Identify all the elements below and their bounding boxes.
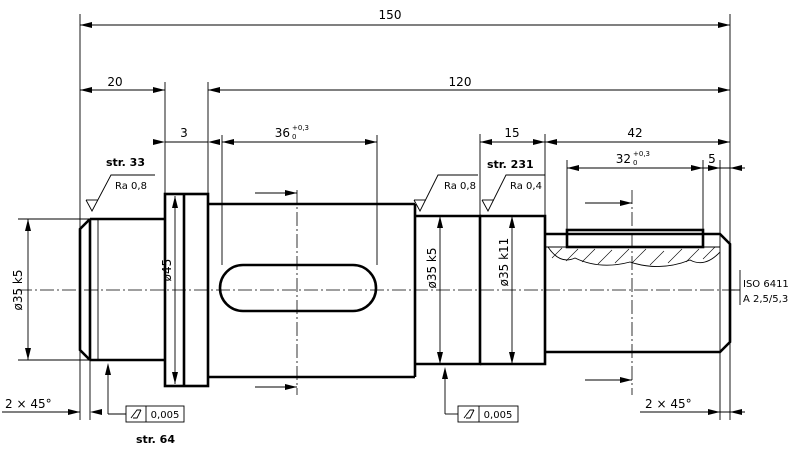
ref-label-str64: str. 64 (136, 433, 175, 446)
keyway-1 (218, 263, 378, 313)
roughness-label-3: Ra 0,4 (510, 181, 542, 192)
runout-symbol-icon (463, 409, 475, 419)
center-hole-spec: A 2,5/5,3 (743, 294, 788, 305)
dim-dia-collar: ø45 (160, 259, 174, 282)
center-hole-standard: ISO 6411 (743, 279, 789, 290)
dim-right-length: 120 (449, 75, 472, 89)
dim-shoulder-width: 15 (504, 126, 519, 140)
center-hole-leader (730, 270, 741, 305)
dim-dia-left: ø35 k5 (11, 269, 25, 310)
keyway-2 (565, 228, 705, 249)
runout-value-right: 0,005 (484, 410, 513, 421)
shaft-outline (78, 192, 732, 388)
roughness-label-2: Ra 0,8 (444, 181, 476, 192)
roughness-symbol-2 (413, 174, 478, 212)
dim-keyway2-tol-upper: +0,3 (633, 150, 650, 158)
runout-frame-left (105, 363, 185, 423)
dimension-lines (2, 24, 745, 413)
dim-dia-bearing: ø35 k5 (425, 247, 439, 288)
dim-chamfer-right: 2 × 45° (645, 397, 692, 411)
dim-keyway1-tol-lower: 0 (292, 133, 296, 141)
extension-lines (18, 14, 731, 420)
ref-label-str231: str. 231 (487, 158, 534, 171)
roughness-label-1: Ra 0,8 (115, 181, 147, 192)
runout-symbol-icon (130, 409, 142, 419)
runout-value-left: 0,005 (151, 410, 180, 421)
dim-keyway1-tol-upper: +0,3 (292, 124, 309, 132)
dim-overall-length: 150 (379, 8, 402, 22)
keyway-2-section-hatch (545, 230, 721, 267)
dim-collar-width: 3 (180, 126, 188, 140)
dim-left-length: 20 (107, 75, 122, 89)
section-arrows (255, 190, 632, 390)
dimension-arrowheads (25, 22, 742, 415)
dim-keyway2-tol-lower: 0 (633, 159, 637, 167)
roughness-symbol-1 (85, 174, 155, 212)
dim-end-length: 42 (627, 126, 642, 140)
dim-keyway2-offset: 5 (708, 152, 716, 166)
dim-dia-seal: ø35 k11 (497, 238, 511, 287)
roughness-symbol-3 (481, 174, 545, 212)
runout-frame-right (442, 367, 519, 423)
ref-label-str33: str. 33 (106, 156, 145, 169)
dim-keyway1-length: 36 (275, 126, 290, 140)
dim-keyway2-length: 32 (616, 152, 631, 166)
dim-chamfer-left: 2 × 45° (5, 397, 52, 411)
